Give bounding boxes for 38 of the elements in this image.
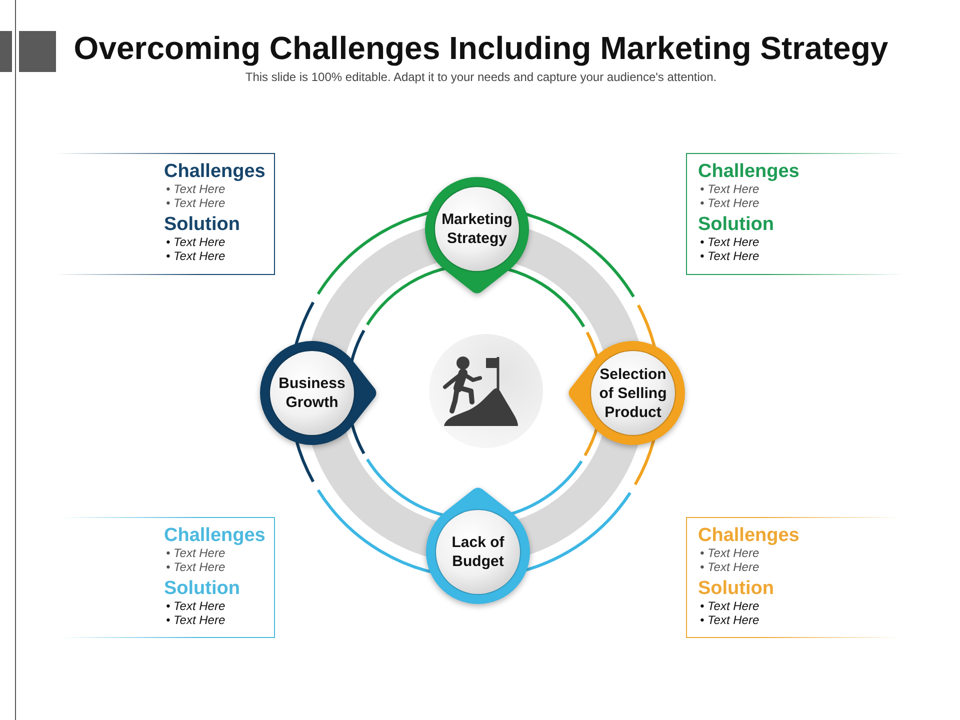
section-heading: Challenges [698, 161, 800, 182]
bullet-item: • Text Here [165, 235, 226, 249]
bullet-item: • Text Here [699, 546, 760, 560]
text-panel [686, 517, 900, 638]
section-heading: Challenges [698, 525, 800, 546]
bullet-item: • Text Here [165, 196, 226, 210]
pin-marker [260, 341, 378, 445]
bullet-item: • Text Here [699, 560, 760, 574]
bullet-item: • Text Here [165, 546, 226, 560]
text-panel [686, 153, 905, 275]
bullet-item: • Text Here [165, 182, 226, 196]
text-panel [60, 517, 275, 638]
bullet-item: • Text Here [699, 182, 760, 196]
section-heading: Challenges [164, 525, 266, 546]
node-label: Lack of Budget [450, 533, 506, 571]
bullet-item: • Text Here [165, 599, 226, 613]
node-label: Selection of Selling Product [598, 364, 668, 422]
section-heading: Solution [164, 578, 240, 599]
pin-marker [426, 486, 530, 604]
bullet-item: • Text Here [165, 249, 226, 263]
section-heading: Solution [698, 214, 774, 235]
slide-title: Overcoming Challenges Including Marketing Strategy [74, 30, 888, 66]
section-heading: Solution [698, 578, 774, 599]
bullet-item: • Text Here [165, 613, 226, 627]
node-label: Marketing Strategy [440, 210, 514, 248]
bullet-item: • Text Here [699, 235, 760, 249]
bullet-item: • Text Here [699, 613, 760, 627]
section-heading: Solution [164, 214, 240, 235]
bullet-item: • Text Here [699, 196, 760, 210]
pin-marker [567, 341, 685, 445]
bullet-item: • Text Here [699, 249, 760, 263]
text-panel [55, 153, 275, 275]
subtitle: This slide is 100% editable. Adapt it to your needs and capture your audience's attention. [245, 70, 717, 84]
bullet-item: • Text Here [699, 599, 760, 613]
bullet-item: • Text Here [165, 560, 226, 574]
section-heading: Challenges [164, 161, 266, 182]
pin-marker [425, 177, 529, 295]
node-label: Business Growth [278, 374, 346, 412]
